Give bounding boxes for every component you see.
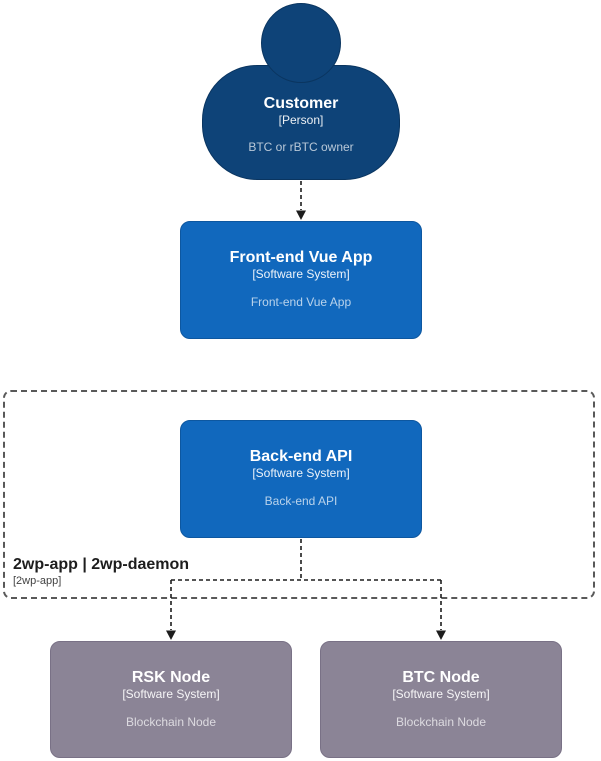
arrowhead-btc	[436, 630, 446, 640]
node-type: [Software System]	[252, 466, 350, 480]
node-description: Back-end API	[264, 494, 338, 508]
boundary-label: 2wp-app | 2wp-daemon [2wp-app]	[13, 555, 189, 588]
node-type: [Person]	[278, 113, 324, 127]
node-btc-node: BTC Node [Software System] Blockchain No…	[320, 641, 562, 758]
node-backend-api: Back-end API [Software System] Back-end …	[180, 420, 422, 538]
node-title: BTC Node	[402, 669, 480, 686]
node-type: [Software System]	[122, 687, 220, 701]
node-description: BTC or rBTC owner	[248, 140, 354, 154]
node-title: Front-end Vue App	[229, 249, 373, 266]
boundary-subtitle: [2wp-app]	[13, 575, 62, 587]
node-rsk-node: RSK Node [Software System] Blockchain No…	[50, 641, 292, 758]
person-head-icon	[261, 3, 341, 83]
boundary-title: 2wp-app | 2wp-daemon	[13, 556, 190, 573]
node-type: [Software System]	[252, 267, 350, 281]
node-description: Blockchain Node	[395, 715, 487, 729]
node-title: RSK Node	[131, 669, 211, 686]
node-type: [Software System]	[392, 687, 490, 701]
node-description: Blockchain Node	[125, 715, 217, 729]
arrowhead-rsk	[166, 630, 176, 640]
node-title: Customer	[263, 95, 339, 112]
boundary-2wp-app: 2wp-app | 2wp-daemon [2wp-app]	[3, 390, 595, 599]
arrowhead-frontend	[296, 210, 306, 220]
node-frontend-vue-app: Front-end Vue App [Software System] Fron…	[180, 221, 422, 339]
node-title: Back-end API	[249, 448, 353, 465]
node-description: Front-end Vue App	[250, 295, 352, 309]
